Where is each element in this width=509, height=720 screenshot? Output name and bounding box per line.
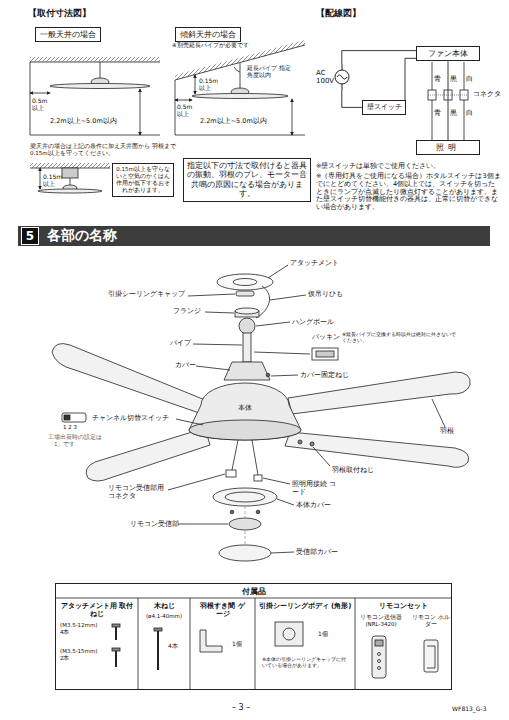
table-cell: アタッチメント用 取付ねじ: [58, 602, 136, 619]
dimension-label: 0.5m 以上: [32, 97, 54, 111]
section-heading: 【取付寸法図】: [28, 8, 91, 19]
part-label: カバー固定ねじ: [300, 371, 349, 379]
table-cell: リモコン送信器 (NRL-3420): [356, 614, 406, 627]
table-cell: 引掛シーリングボディ (角形): [257, 602, 353, 610]
note-text: ※（専用灯具をご使用になる場合）ホタルスイッチは3個までにとどめてください。4個…: [316, 173, 502, 212]
power-source: AC 100V: [316, 64, 350, 90]
part-label: リモコン受信部用 コネクタ: [108, 484, 168, 501]
part-label: 1 2 3: [63, 424, 77, 431]
dimension-label: 0.15m 以上: [199, 77, 221, 91]
section-band: 5 各部の名称: [18, 226, 490, 246]
wire-label: 青: [434, 110, 441, 118]
note-text: ※延長パイプに交換する時以外は絶対に外さないでください。: [342, 331, 460, 343]
part-label: パッキン: [312, 333, 340, 341]
part-label: 羽根: [440, 427, 454, 435]
wire: [405, 58, 416, 107]
part-label: フランジ: [173, 307, 201, 315]
wire-label: 黒: [450, 110, 457, 118]
dimension-label: 延長パイプ 指定角度以内: [247, 64, 295, 78]
node-text: 照明: [420, 143, 476, 152]
part-label: リモコン受信部: [130, 520, 179, 528]
note-text: ※本体の引掛シーリングキャップに付いている場合があります。: [262, 656, 350, 668]
table-cell: リモコン ホルダー: [412, 614, 450, 627]
part-label: アタッチメント: [290, 259, 339, 267]
dimension-label: 2.2m以上~5.0m以内: [200, 118, 267, 126]
source-circle: [335, 70, 349, 84]
page-footer: WF813_G-3: [452, 705, 486, 712]
note-text: 梁天井の場合は上記の条件に加え天井面から 羽根まで0.15m以上を守ってください…: [30, 143, 180, 156]
node-text: 0.15m以上を守らないと空気のかくはん作用が低下するおそれがあります。: [116, 166, 170, 194]
device-box: 照明: [416, 140, 480, 155]
table-cell: (ø4.1-40mm): [140, 613, 188, 620]
node-text: ファン本体: [420, 49, 476, 58]
note-text: 工場出荷時の設定は「1」です: [48, 434, 110, 447]
node-text: 傾斜天井の場合: [179, 30, 237, 39]
page-footer: – 3 –: [232, 703, 250, 713]
part-label: カバー: [175, 361, 196, 369]
dimension-label: 0.5m 以上: [177, 103, 199, 117]
wire-label: 白: [466, 110, 473, 118]
table-cell: (M3.5-12mm) 4本: [60, 622, 100, 635]
table-cell: 4本: [168, 642, 178, 649]
part-label: 引掛シーリングキャップ: [108, 290, 185, 298]
node-text: 一般天井の場合: [39, 30, 97, 39]
wire: [342, 90, 362, 107]
switch-box: 壁スイッチ: [362, 100, 406, 115]
wire-label: 青: [434, 76, 441, 84]
section-heading: 【配線図】: [316, 8, 361, 19]
node-text: 壁スイッチ: [366, 103, 402, 112]
part-label: 受信部カバー: [296, 548, 338, 556]
table-cell: 羽根すき間 ゲージ: [200, 602, 245, 619]
part-label: ハングボール: [292, 318, 334, 326]
part-label: 仮吊りひも: [308, 290, 343, 298]
tilde: [337, 75, 347, 79]
wire-label: 白: [466, 76, 473, 84]
part-label: チャンネル切替スイッチ: [92, 414, 169, 422]
section-number: 5: [21, 227, 39, 245]
dimension-label: 0.15m 以上: [43, 173, 65, 187]
part-label: 照明用接続 コード: [292, 480, 337, 497]
note-text: ※別売延長パイプが必要です: [172, 42, 249, 49]
part-label: パイプ: [170, 339, 191, 347]
wire-label: コネクタ: [473, 91, 501, 99]
table-cell: 1個: [232, 640, 242, 647]
table-cell: (M3.5-15mm) 2本: [60, 648, 100, 661]
ac-source-symbol: [334, 64, 350, 90]
node-text: AC 100V: [316, 69, 334, 85]
node-text: 付属品: [56, 584, 451, 599]
part-label: 本体カバー: [296, 501, 331, 509]
warning-box: 指定以下の寸法で取付けると器具の振動、羽根のブレ、モーター音共鳴の原因になる場合…: [183, 158, 311, 202]
part-label: 本体: [238, 404, 252, 412]
wire: [448, 61, 449, 140]
case-label: 傾斜天井の場合: [175, 27, 241, 42]
warning-box: 0.15m以上を守らないと空気のかくはん作用が低下するおそれがあります。: [112, 163, 174, 197]
device-box: ファン本体: [416, 46, 480, 61]
wire-label: 黒: [450, 76, 457, 84]
table-cell: 1個: [318, 630, 328, 637]
table-cell: 木ねじ: [140, 602, 188, 610]
case-label: 一般天井の場合: [35, 27, 101, 42]
dimension-label: 2.2m以上~5.0m以内: [50, 118, 117, 126]
table-cell: リモコンセット: [357, 602, 450, 610]
node-text: 各部の名称: [47, 227, 117, 245]
accessory-table: 付属品: [55, 583, 452, 690]
part-label: 羽根取付ねじ: [332, 466, 374, 474]
node-text: 指定以下の寸法で取付けると器具の振動、羽根のブレ、モーター音共鳴の原因になる場合…: [187, 161, 307, 199]
note-text: ※壁スイッチは単独でご使用ください。: [316, 163, 502, 171]
